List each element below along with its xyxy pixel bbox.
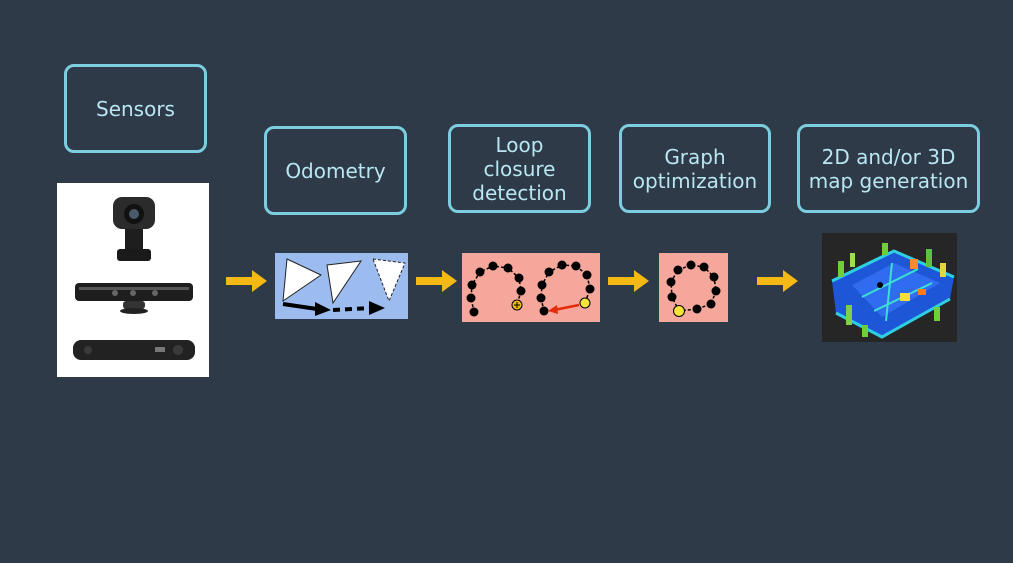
kinect-sensor-icon [75,283,193,314]
odometry-label: Odometry [285,158,386,183]
map-generation-label: 2D and/or 3D map generation [808,144,969,193]
sensors-box: Sensors [64,64,207,153]
loop-closure-arrow [553,303,580,312]
webcam-icon [113,197,155,261]
graph-optimization-panel [659,253,728,322]
sensors-panel [57,183,209,377]
graph-optimization-box: Graph optimization [619,124,771,213]
pose-triangle-2 [326,260,363,305]
odometry-arrow-solid [282,302,331,316]
loop-closure-label: Loop closure detection [472,132,567,205]
depth-camera-icon [73,340,195,360]
map-3d-icon [831,243,955,339]
loop-closure-panel [462,253,600,322]
arrow-loop-to-graph [608,270,649,292]
optimized-pose-graph [666,260,721,317]
pose-triangle-1 [282,258,323,303]
odometry-panel [275,253,408,319]
odometry-arrow-dashed [332,301,385,315]
pose-triangle-3 [372,258,406,303]
map-3d-panel [822,233,957,342]
map-generation-box: 2D and/or 3D map generation [797,124,980,213]
arrow-odometry-to-loop [416,270,457,292]
graph-optimization-label: Graph optimization [632,144,758,193]
sensors-label: Sensors [96,96,175,121]
arrow-sensors-to-odometry [226,270,267,292]
pose-graph-left [466,261,526,317]
loop-closure-box: Loop closure detection [448,124,591,213]
arrow-graph-to-map [757,270,798,292]
pose-graph-right [536,260,595,316]
odometry-box: Odometry [264,126,407,215]
